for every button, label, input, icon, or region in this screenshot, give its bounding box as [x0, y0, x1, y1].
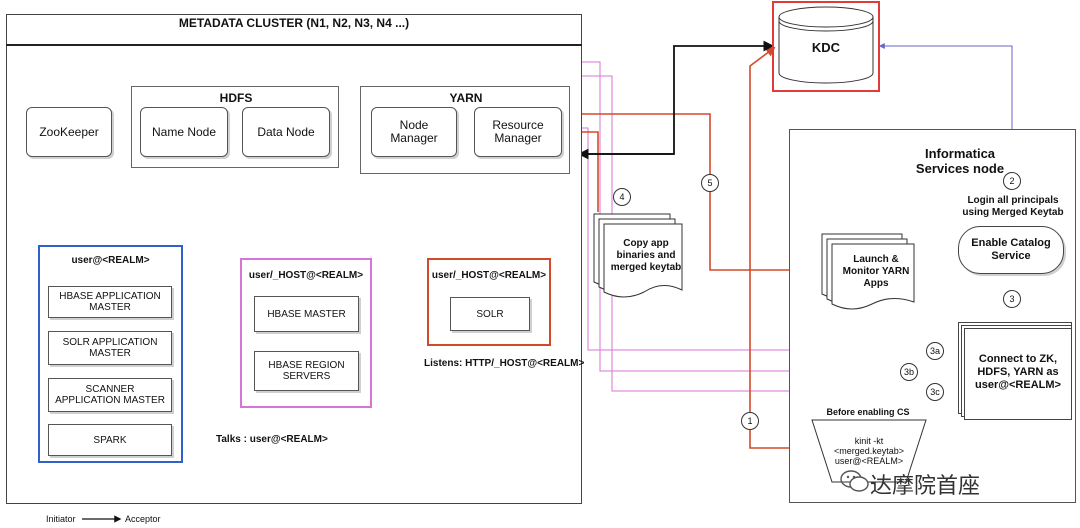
talks-label: Talks : user@<REALM>: [216, 434, 328, 445]
zookeeper-node[interactable]: ZooKeeper: [26, 107, 112, 157]
connect-text: Connect to ZK, HDFS, YARN as user@<REALM…: [964, 353, 1072, 392]
step-3a-label: 3a: [929, 346, 940, 356]
step-4-circle: 4: [613, 188, 631, 206]
step-1-label: 1: [747, 416, 753, 426]
connect-line-3: user@<REALM>: [975, 379, 1061, 391]
zookeeper-label: ZooKeeper: [39, 124, 99, 139]
yarn-title: YARN: [449, 91, 483, 105]
data-node-label: Data Node: [257, 124, 315, 139]
solr-application-master[interactable]: SOLR APPLICATION MASTER: [48, 331, 172, 365]
launch-doc-line-1: Launch &: [853, 254, 899, 265]
host-realm-label: user/_HOST@<REALM>: [248, 270, 364, 281]
hbase-app-master-line-1: HBASE APPLICATION: [59, 291, 161, 302]
spark-label: SPARK: [93, 434, 127, 446]
resource-manager[interactable]: Resource Manager: [474, 107, 562, 157]
step-3-label: 3: [1009, 294, 1015, 304]
watermark-text: 达摩院首座: [870, 474, 981, 499]
solr-app-master-line-1: SOLR APPLICATION: [62, 337, 158, 348]
services-title: Informatica Services node: [880, 146, 1040, 176]
launch-doc-line-3: Apps: [863, 278, 889, 289]
spark-node[interactable]: SPARK: [48, 424, 172, 456]
legend-acceptor: Acceptor: [125, 514, 161, 524]
connect-line-1: Connect to ZK,: [978, 353, 1058, 365]
kdc-highlight-frame: [772, 1, 880, 92]
copy-doc-line-1: Copy app: [623, 238, 669, 249]
launch-doc-line-2: Monitor YARN: [842, 266, 910, 277]
step-3-circle: 3: [1003, 290, 1021, 308]
metadata-cluster-divider: [6, 44, 582, 46]
hbase-region-line-2: SERVERS: [282, 371, 331, 382]
hbase-region-line-1: HBASE REGION: [268, 360, 345, 371]
step-5-label: 5: [707, 178, 713, 188]
services-title-line-2: Services node: [915, 161, 1005, 176]
step-1-circle: 1: [741, 412, 759, 430]
copy-doc-line-3: merged keytab: [610, 262, 682, 273]
services-title-line-1: Informatica: [924, 146, 996, 161]
step-3a-circle: 3a: [926, 342, 944, 360]
kinit-trapezoid-shape: [811, 419, 927, 483]
launch-document-stack-icon: [821, 233, 915, 310]
scanner-app-master-line-1: SCANNER: [85, 384, 135, 395]
metadata-cluster-title: METADATA CLUSTER (N1, N2, N3, N4 ...): [178, 16, 410, 30]
login-principals-text: Login all principals using Merged Keytab: [948, 195, 1078, 219]
hbase-region-servers[interactable]: HBASE REGION SERVERS: [254, 351, 359, 391]
solr-listens-label: Listens: HTTP/_HOST@<REALM>: [424, 358, 585, 369]
solr-node[interactable]: SOLR: [450, 297, 530, 331]
solr-label: SOLR: [476, 308, 504, 320]
user-realm-label: user@<REALM>: [71, 255, 150, 266]
kinit-line-3: user@<REALM>: [834, 456, 904, 466]
name-node-label: Name Node: [151, 124, 217, 139]
kdc-database-icon[interactable]: [776, 5, 876, 87]
connect-box-stack: [958, 322, 1074, 420]
enable-catalog-line-2: Service: [991, 250, 1031, 262]
step-2-label: 2: [1009, 176, 1015, 186]
step-5-circle: 5: [701, 174, 719, 192]
hbase-master[interactable]: HBASE MASTER: [254, 296, 359, 332]
copy-doc-text: Copy app binaries and merged keytab: [606, 238, 686, 274]
hbase-master-label: HBASE MASTER: [267, 308, 346, 320]
node-manager-line-1: Node: [399, 118, 429, 132]
login-line-2: using Merged Keytab: [962, 207, 1064, 218]
hbase-application-master[interactable]: HBASE APPLICATION MASTER: [48, 286, 172, 318]
hbase-app-master-line-2: MASTER: [89, 302, 131, 313]
name-node[interactable]: Name Node: [140, 107, 228, 157]
wechat-icon: [840, 470, 869, 492]
legend-initiator: Initiator: [46, 514, 76, 524]
resource-manager-line-1: Resource: [492, 118, 544, 132]
enable-catalog-service[interactable]: Enable Catalog Service: [958, 226, 1064, 274]
step-3c-circle: 3c: [926, 383, 944, 401]
solr-realm-label: user/_HOST@<REALM>: [431, 270, 547, 281]
enable-catalog-line-1: Enable Catalog: [971, 237, 1051, 249]
scanner-application-master[interactable]: SCANNER APPLICATION MASTER: [48, 378, 172, 412]
copy-doc-line-2: binaries and: [616, 250, 676, 261]
node-manager-line-2: Manager: [390, 131, 438, 145]
copy-document-stack-icon: [593, 213, 683, 298]
step-2-circle: 2: [1003, 172, 1021, 190]
resource-manager-line-2: Manager: [494, 131, 542, 145]
before-enabling-label: Before enabling CS: [826, 407, 910, 417]
kdc-label: KDC: [811, 40, 841, 55]
step-3b-label: 3b: [903, 367, 914, 377]
kinit-line-2: <merged.keytab>: [833, 446, 905, 456]
black-connector: [574, 40, 775, 160]
solr-app-master-line-2: MASTER: [89, 348, 131, 359]
connect-line-2: HDFS, YARN as: [977, 366, 1059, 378]
kinit-text: kinit -kt <merged.keytab> user@<REALM>: [810, 436, 928, 466]
hdfs-title: HDFS: [219, 91, 253, 105]
launch-doc-text: Launch & Monitor YARN Apps: [832, 254, 920, 290]
kinit-line-1: kinit -kt: [854, 436, 884, 446]
node-manager[interactable]: Node Manager: [371, 107, 457, 157]
step-3b-circle: 3b: [900, 363, 918, 381]
step-3c-label: 3c: [930, 387, 940, 397]
step-4-label: 4: [619, 192, 625, 202]
login-line-1: Login all principals: [967, 195, 1059, 206]
scanner-app-master-line-2: APPLICATION MASTER: [55, 395, 165, 406]
data-node[interactable]: Data Node: [242, 107, 330, 157]
